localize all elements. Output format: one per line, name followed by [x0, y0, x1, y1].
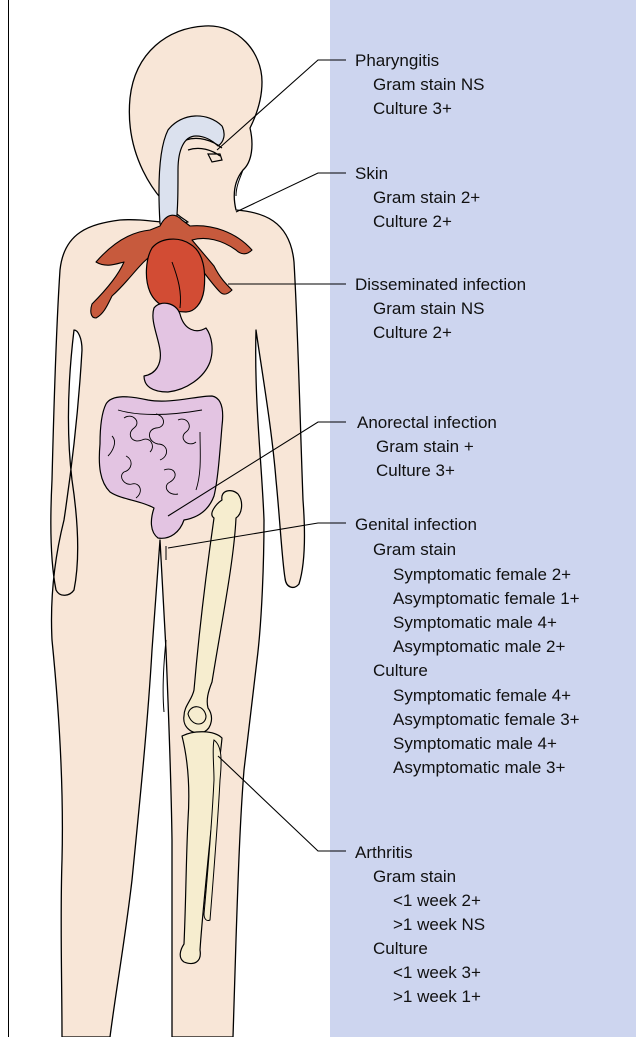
anorectal-title: Anorectal infection [357, 412, 497, 433]
genital-gram-item: Symptomatic female 2+ [393, 564, 571, 585]
genital-gram-item: Asymptomatic female 1+ [393, 588, 580, 609]
arthritis-gram-item: <1 week 2+ [393, 890, 481, 911]
arthritis-culture-item: >1 week 1+ [393, 986, 481, 1007]
arthritis-culture-item: <1 week 3+ [393, 962, 481, 983]
skin-culture: Culture 2+ [373, 211, 452, 232]
arthritis-title: Arthritis [355, 842, 413, 863]
skin-gram-stain: Gram stain 2+ [373, 187, 480, 208]
pharyngitis-gram-stain: Gram stain NS [373, 74, 484, 95]
skin-title: Skin [355, 163, 388, 184]
genital-culture-item: Symptomatic female 4+ [393, 685, 571, 706]
genital-culture-item: Asymptomatic female 3+ [393, 709, 580, 730]
arthritis-gram-heading: Gram stain [373, 866, 456, 887]
genital-culture-item: Asymptomatic male 3+ [393, 757, 565, 778]
disseminated-title: Disseminated infection [355, 274, 526, 295]
genital-gram-heading: Gram stain [373, 539, 456, 560]
genital-gram-item: Symptomatic male 4+ [393, 612, 557, 633]
genital-gram-item: Asymptomatic male 2+ [393, 636, 565, 657]
genital-title: Genital infection [355, 514, 477, 535]
disseminated-gram-stain: Gram stain NS [373, 298, 484, 319]
pharyngitis-culture: Culture 3+ [373, 98, 452, 119]
genital-culture-item: Symptomatic male 4+ [393, 733, 557, 754]
disseminated-culture: Culture 2+ [373, 322, 452, 343]
anorectal-culture: Culture 3+ [376, 460, 455, 481]
arthritis-gram-item: >1 week NS [393, 914, 485, 935]
leader-line-skin [236, 173, 346, 212]
arthritis-culture-heading: Culture [373, 938, 428, 959]
anorectal-gram-stain: Gram stain + [376, 436, 474, 457]
pharyngitis-title: Pharyngitis [355, 50, 439, 71]
genital-culture-heading: Culture [373, 660, 428, 681]
